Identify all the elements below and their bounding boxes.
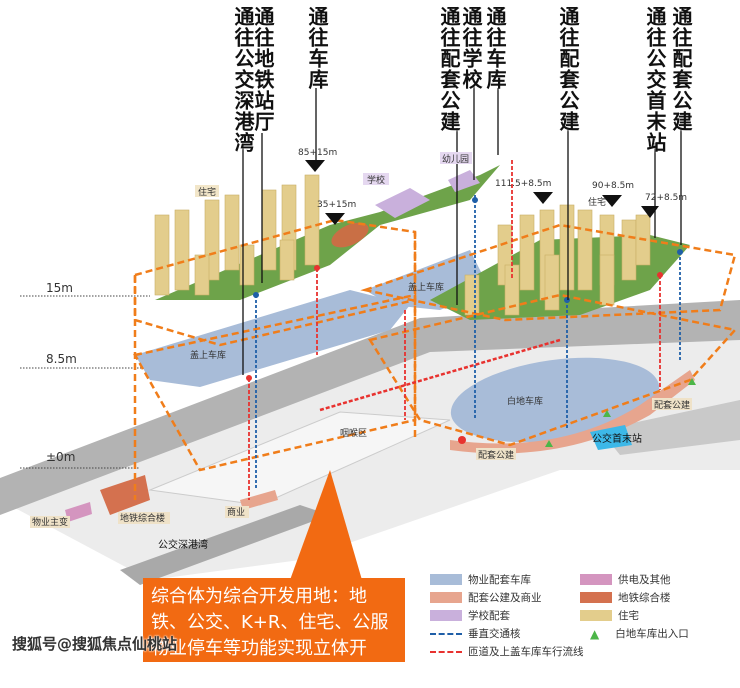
residential-tower bbox=[224, 194, 240, 271]
garage-entrances bbox=[545, 378, 696, 447]
ramp-dots bbox=[246, 265, 663, 444]
right-road bbox=[600, 400, 740, 455]
map-labels: 住宅 学校 幼儿园 85+15m 35+15m 111.5+8.5m 90+8.… bbox=[30, 148, 692, 551]
bus-terminal bbox=[590, 425, 632, 450]
residential-tower bbox=[194, 254, 210, 296]
residential-tower bbox=[559, 204, 575, 291]
swatch-icon bbox=[580, 592, 612, 603]
development-diagram: 15m 8.5m ±0m bbox=[0, 85, 740, 585]
callout-pointer bbox=[290, 470, 362, 580]
core-dots bbox=[253, 197, 683, 303]
kindergarten bbox=[448, 170, 480, 192]
label-facility-2: 配套公建 bbox=[654, 399, 690, 411]
residential-tower bbox=[621, 219, 637, 281]
top-label: 通往学校 bbox=[459, 6, 483, 90]
legend-item: ▲白地车库出入口 bbox=[590, 626, 689, 641]
label-podium-garage-left: 盖上车库 bbox=[190, 349, 226, 361]
swatch-icon bbox=[430, 574, 462, 585]
level-0m: ±0m bbox=[46, 450, 75, 464]
development-envelopes bbox=[133, 218, 738, 500]
main-road bbox=[0, 300, 740, 515]
legend-item: 匝道及上盖车库车行流线 bbox=[430, 644, 584, 659]
residential-tower bbox=[577, 209, 593, 291]
label-podium-garage-right: 盖上车库 bbox=[408, 281, 444, 293]
label-height-35-15: 35+15m bbox=[317, 200, 356, 210]
vertical-cores bbox=[255, 195, 681, 490]
residential-tower bbox=[304, 174, 320, 266]
legend-item: 学校配套 bbox=[430, 608, 510, 623]
top-label: 通往地铁站厅 bbox=[251, 6, 275, 132]
swatch-icon bbox=[430, 592, 462, 603]
legend-item: 配套公建及商业 bbox=[430, 590, 542, 605]
vertical-core-line-icon bbox=[430, 633, 462, 635]
residential-tower bbox=[519, 214, 535, 291]
label-substation: 物业主变 bbox=[32, 516, 68, 528]
swatch-icon bbox=[580, 610, 612, 621]
label-bus-bay: 公交深港湾 bbox=[158, 538, 208, 551]
bus-bay-road bbox=[120, 505, 330, 585]
residential-tower bbox=[544, 254, 560, 311]
residential-tower bbox=[239, 244, 255, 286]
rail-yard bbox=[148, 411, 451, 506]
label-open-land-garage: 白地车库 bbox=[507, 395, 543, 407]
top-label: 通往车库 bbox=[305, 6, 329, 90]
facility-strip bbox=[450, 370, 695, 454]
label-residential-left: 住宅 bbox=[198, 186, 216, 198]
label-height-85-15: 85+15m bbox=[298, 148, 337, 158]
pointer-lines bbox=[242, 85, 682, 375]
legend-item: 垂直交通核 bbox=[430, 626, 521, 641]
legend-item: 地铁综合楼 bbox=[580, 590, 671, 605]
legend-item: 供电及其他 bbox=[580, 572, 671, 587]
label-height-111-5: 111.5+8.5m bbox=[495, 179, 551, 189]
residential-tower bbox=[154, 214, 170, 296]
swatch-icon bbox=[430, 610, 462, 621]
legend-item: 物业配套车库 bbox=[430, 572, 531, 587]
level-8-5m: 8.5m bbox=[46, 352, 77, 366]
ramp-line-icon bbox=[430, 650, 462, 653]
commercial-block bbox=[240, 490, 278, 510]
watermark: 搜狐号@搜狐焦点仙桃站 bbox=[12, 635, 178, 653]
label-bus-terminal: 公交首末站 bbox=[592, 432, 642, 445]
label-commercial: 商业 bbox=[227, 506, 245, 518]
level-lines bbox=[20, 295, 150, 469]
label-facility-1: 配套公建 bbox=[478, 449, 514, 461]
residential-tower bbox=[279, 239, 295, 281]
open-land-garage bbox=[450, 357, 660, 443]
ramp-flows bbox=[248, 160, 661, 500]
sports-field bbox=[331, 222, 369, 248]
label-height-90: 90+8.5m bbox=[592, 181, 634, 191]
swatch-icon bbox=[580, 574, 612, 585]
top-label: 通往配套公建 bbox=[669, 6, 693, 132]
top-label: 通往车库 bbox=[483, 6, 507, 90]
podium-garage-left bbox=[135, 290, 410, 387]
triangle-icon: ▲ bbox=[590, 626, 600, 641]
level-15m: 15m bbox=[46, 281, 73, 295]
school-buildings bbox=[375, 188, 430, 218]
top-label: 通往公交首末站 bbox=[643, 6, 667, 153]
top-label: 通往配套公建 bbox=[437, 6, 461, 132]
label-kindergarten: 幼儿园 bbox=[442, 153, 469, 165]
top-label: 通往配套公建 bbox=[556, 6, 580, 132]
top-label: 通往公交深港湾 bbox=[231, 6, 255, 153]
residential-tower bbox=[261, 189, 277, 271]
residential-tower bbox=[599, 254, 615, 306]
height-markers bbox=[305, 160, 659, 225]
label-school: 学校 bbox=[367, 174, 385, 186]
label-throat-area: 咽喉区 bbox=[340, 427, 367, 439]
residential-tower bbox=[464, 274, 480, 316]
legend-item: 住宅 bbox=[580, 608, 639, 623]
residential-tower bbox=[174, 209, 190, 291]
callout-box: 综合体为综合开发用地：地铁、公交、K+R、住宅、公服物业停车等功能实现立体开发。 bbox=[143, 578, 405, 685]
substation bbox=[65, 502, 92, 522]
label-metro-building: 地铁综合楼 bbox=[120, 512, 165, 524]
label-residential-right: 住宅 bbox=[588, 196, 606, 208]
metro-building bbox=[100, 475, 150, 515]
label-height-72: 72+8.5m bbox=[645, 193, 687, 203]
